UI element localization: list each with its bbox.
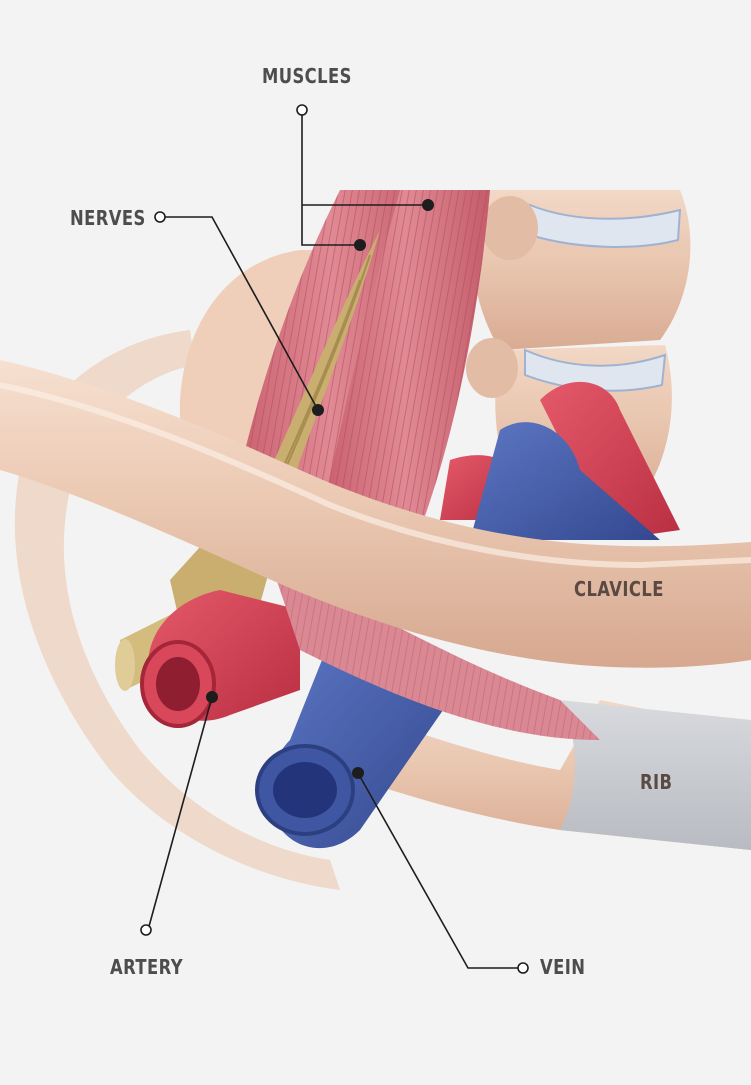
rib-body (360, 700, 751, 850)
label-vein: VEIN (540, 955, 586, 979)
artery-anchor-ring (140, 924, 152, 936)
artery-point-dot (206, 691, 218, 703)
label-muscles: MUSCLES (262, 64, 352, 88)
nerves-point-dot (312, 404, 324, 416)
vein-point-dot (352, 767, 364, 779)
leader-lines (147, 112, 520, 969)
muscles-point-dot-2 (354, 239, 366, 251)
rib-cartilage (560, 700, 751, 850)
muscles-anchor-ring (296, 104, 308, 116)
first-rib-arc (14, 330, 341, 890)
label-clavicle: CLAVICLE (574, 577, 664, 601)
subclavian-artery (140, 381, 680, 728)
vein-leader (357, 772, 520, 969)
nerves-leader (165, 216, 319, 411)
muscles-leader-lower (301, 112, 360, 246)
label-rib: RIB (640, 770, 673, 794)
label-artery: ARTERY (110, 955, 184, 979)
muscles-point-dot (422, 199, 434, 211)
clavicle-bone (0, 360, 751, 668)
leader-endpoints (140, 104, 529, 974)
artery-leader (147, 696, 213, 931)
label-nerves: NERVES (70, 206, 146, 230)
vein-anchor-ring (517, 962, 529, 974)
nerves-anchor-ring (154, 211, 166, 223)
